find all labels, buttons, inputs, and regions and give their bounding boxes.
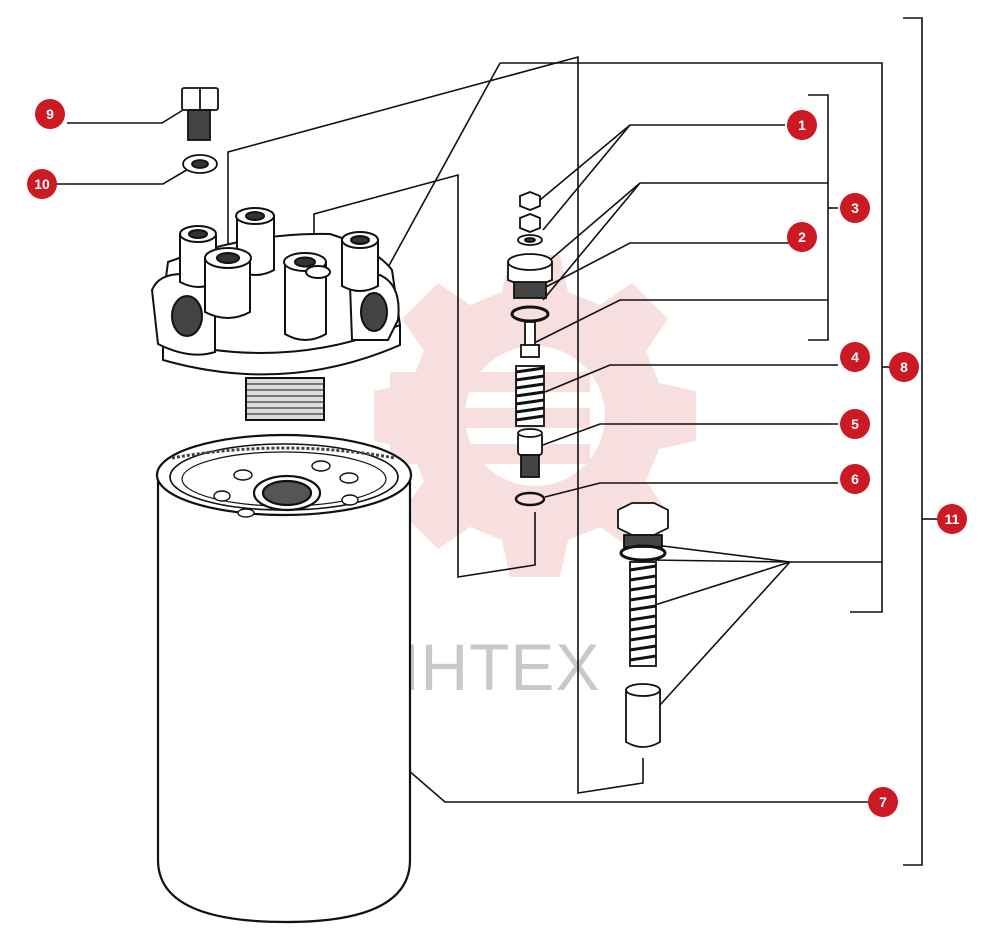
- spring-part-4: [515, 365, 545, 427]
- svg-text:3: 3: [851, 200, 859, 216]
- svg-text:11: 11: [945, 511, 960, 527]
- bypass-plug-assembly: [617, 502, 669, 748]
- svg-text:8: 8: [900, 359, 908, 375]
- callout-6: 6: [840, 464, 870, 494]
- callout-3: 3: [840, 193, 870, 223]
- bolt-part-9: [181, 87, 219, 141]
- callout-1: 1: [787, 110, 817, 140]
- callout-4: 4: [840, 342, 870, 372]
- head-threaded-nipple: [245, 377, 325, 421]
- svg-text:7: 7: [879, 794, 887, 810]
- valve-pin: [520, 321, 540, 358]
- washer-part-10: [182, 154, 218, 174]
- svg-text:5: 5: [851, 416, 859, 432]
- nut-part-1: [517, 191, 543, 246]
- watermark-bar-3: [390, 444, 590, 464]
- svg-text:1: 1: [798, 117, 806, 133]
- svg-text:6: 6: [851, 471, 859, 487]
- callout-2: 2: [787, 222, 817, 252]
- callout-5: 5: [840, 409, 870, 439]
- callout-8: 8: [889, 352, 919, 382]
- watermark-bar-2: [390, 408, 590, 428]
- filter-canister: [155, 433, 413, 924]
- canister-holes: [213, 460, 359, 518]
- svg-text:9: 9: [46, 106, 54, 122]
- valve-cap-part-3: [507, 253, 553, 299]
- watermark-bar-1: [390, 372, 590, 392]
- callout-7: 7: [868, 787, 898, 817]
- valve-parts: [507, 191, 553, 507]
- callout-11: 11: [937, 504, 967, 534]
- callout-9: 9: [35, 99, 65, 129]
- svg-text:2: 2: [798, 229, 806, 245]
- seal-ring-part-6: [514, 491, 546, 507]
- leader-lines: [55, 17, 937, 866]
- poppet-part-5: [517, 428, 543, 478]
- svg-text:10: 10: [34, 176, 50, 192]
- svg-text:4: 4: [851, 349, 859, 365]
- callout-10: 10: [27, 169, 57, 199]
- filter-head: [150, 207, 402, 421]
- o-ring-part-2: [510, 305, 550, 323]
